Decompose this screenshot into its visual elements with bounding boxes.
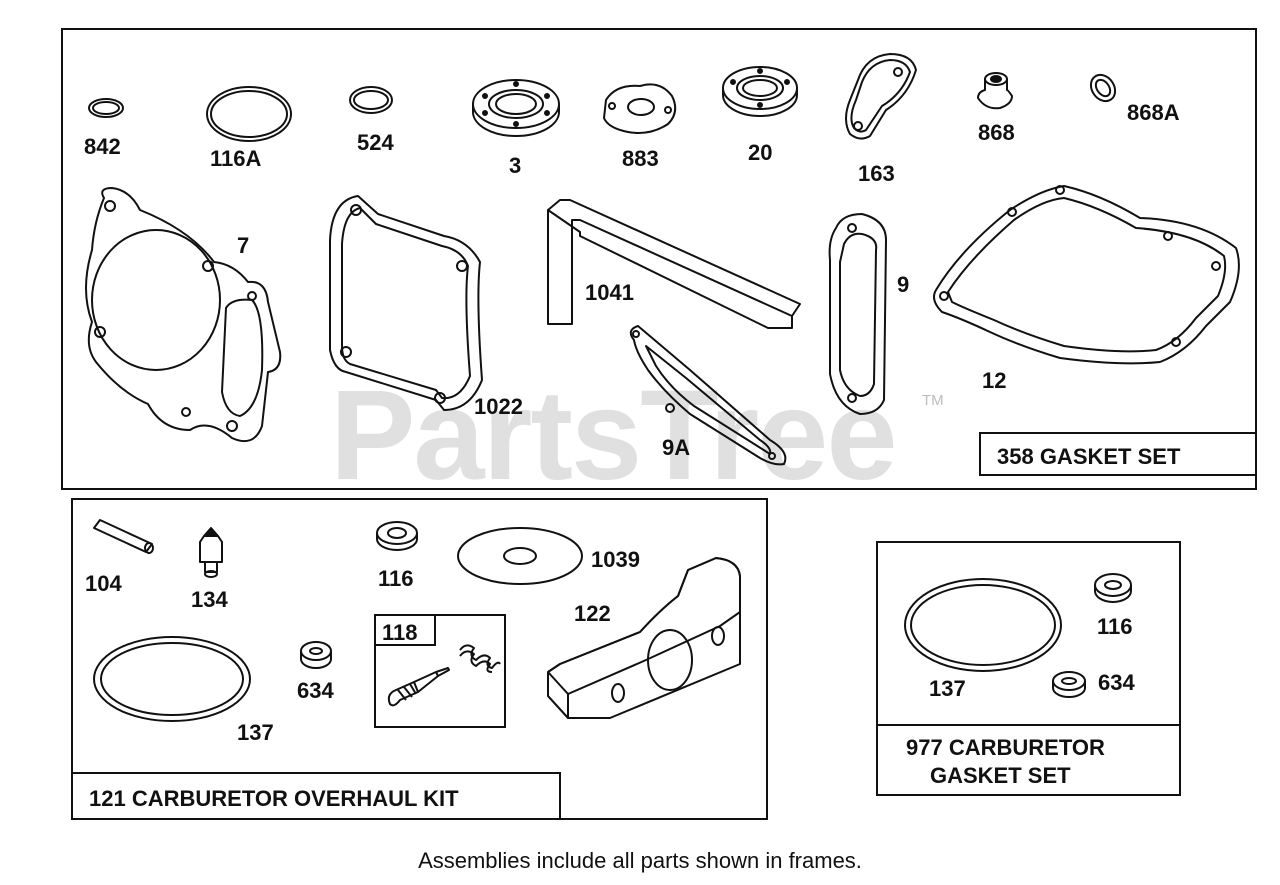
footer-caption: Assemblies include all parts shown in fr… xyxy=(418,848,862,873)
carb-gasket-set-title: 977 CARBURETOR GASKET SET xyxy=(876,724,1181,796)
part-883-gasket-drawing xyxy=(603,83,677,134)
label-104: 104 xyxy=(85,571,122,596)
label-134: 134 xyxy=(191,587,228,612)
part-9A-gasket-drawing xyxy=(629,325,787,466)
carb-set-137-ring-drawing xyxy=(904,578,1062,672)
part-1039-disc-drawing xyxy=(457,527,583,585)
part-118-screw-spring-drawing xyxy=(387,644,501,707)
carb-set-634-washer-drawing xyxy=(1052,671,1086,698)
carb-gasket-set-title-line2: GASKET SET xyxy=(930,762,1071,788)
carb-gasket-set-title-line1: 977 CARBURETOR xyxy=(906,735,1105,760)
label-116: 116 xyxy=(378,566,414,591)
carb-set-label-137: 137 xyxy=(929,676,966,701)
label-634: 634 xyxy=(297,678,334,703)
carb-set-label-116: 116 xyxy=(1097,614,1133,639)
part-20-oil-seal-drawing xyxy=(722,66,798,117)
part-116A-drawing xyxy=(206,86,292,142)
part-122-insulator-drawing xyxy=(547,557,741,719)
label-3: 3 xyxy=(509,153,522,178)
part-524-drawing xyxy=(349,86,393,114)
label-842: 842 xyxy=(84,134,121,159)
gasket-set-frame xyxy=(61,28,1257,490)
label-868: 868 xyxy=(978,120,1015,145)
overhaul-kit-title: 121 CARBURETOR OVERHAUL KIT xyxy=(71,772,561,820)
label-1039: 1039 xyxy=(591,547,640,572)
label-20: 20 xyxy=(748,140,773,165)
label-116A: 116A xyxy=(210,146,262,171)
label-122: 122 xyxy=(574,601,611,626)
part-116-washer-drawing xyxy=(376,521,418,551)
label-524: 524 xyxy=(357,130,394,155)
part-12-gasket-drawing xyxy=(933,185,1240,365)
part-134-needle-drawing xyxy=(199,527,223,578)
part-1041-bar-drawing xyxy=(547,199,801,329)
gasket-set-title: 358 GASKET SET xyxy=(979,432,1257,476)
label-7: 7 xyxy=(237,233,250,258)
part-163-gasket-drawing xyxy=(845,53,917,140)
label-1041: 1041 xyxy=(585,280,634,305)
subkit-118-label: 118 xyxy=(374,614,436,646)
part-842-drawing xyxy=(88,98,124,118)
part-3-oil-seal-drawing xyxy=(472,79,560,137)
part-9-gasket-drawing xyxy=(828,213,887,415)
label-868A: 868A xyxy=(1127,100,1180,125)
part-868-valve-seal-drawing xyxy=(977,72,1013,110)
label-163: 163 xyxy=(858,161,895,186)
label-9: 9 xyxy=(897,272,910,297)
part-1022-gasket-drawing xyxy=(329,195,483,411)
trademark-mark: TM xyxy=(922,392,944,409)
label-12: 12 xyxy=(982,368,1007,393)
carb-set-label-634: 634 xyxy=(1098,670,1135,695)
part-7-head-gasket-drawing xyxy=(85,187,282,442)
overhaul-subkit-118-frame xyxy=(374,614,506,728)
label-137: 137 xyxy=(237,720,274,745)
part-868A-washer-drawing xyxy=(1089,73,1117,103)
part-104-pin-drawing xyxy=(93,519,154,554)
label-1022: 1022 xyxy=(474,394,523,419)
part-137-ring-drawing xyxy=(93,636,251,722)
carb-set-116-washer-drawing xyxy=(1094,573,1132,603)
partstree-watermark: PartsTree xyxy=(330,364,897,507)
label-883: 883 xyxy=(622,146,659,171)
label-9A: 9A xyxy=(662,435,691,460)
part-634-washer-drawing xyxy=(300,641,332,669)
